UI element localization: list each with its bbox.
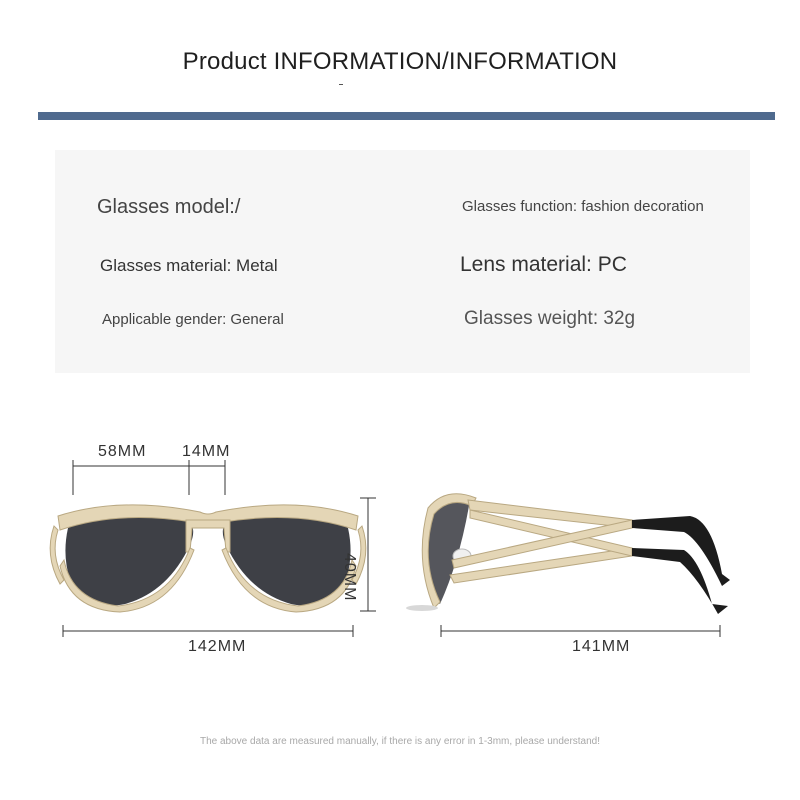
info-panel: Glasses model:/ Glasses function: fashio…	[55, 150, 750, 373]
left-side-loop	[49, 525, 65, 585]
temple-cross-1	[469, 509, 633, 557]
left-temple-back	[80, 540, 126, 580]
temple-cross-2	[451, 519, 633, 569]
side-lens	[426, 497, 470, 604]
lower-temple-tip	[632, 548, 728, 614]
dimension-lens-width: 58MM	[98, 443, 147, 460]
lens-material: Lens material: PC	[460, 253, 627, 276]
right-lens	[222, 516, 351, 606]
dimension-lens-height: 40MM	[341, 553, 358, 602]
dimension-temple-length: 141MM	[572, 638, 631, 655]
left-lens	[65, 516, 194, 606]
glasses-material: Glasses material: Metal	[100, 256, 278, 275]
temple-upper-arm	[467, 499, 633, 529]
nose-pad	[452, 548, 472, 564]
dimension-frame-width: 142MM	[188, 638, 247, 655]
right-temple-back	[290, 540, 336, 580]
front-dimension-lines	[62, 460, 721, 637]
frame-top	[57, 504, 359, 531]
side-front-rim	[421, 493, 477, 609]
temple-lower-arm	[449, 547, 633, 584]
front-view-glasses	[49, 504, 367, 613]
glasses-function: Glasses function: fashion decoration	[462, 198, 704, 215]
glasses-model: Glasses model:/	[97, 196, 241, 218]
right-lower-rim	[221, 547, 357, 613]
dimension-bridge: 14MM	[182, 443, 231, 460]
upper-temple-tip	[632, 516, 730, 586]
left-lower-rim	[59, 547, 195, 613]
applicable-gender: Applicable gender: General	[102, 311, 284, 328]
measurement-note: The above data are measured manually, if…	[199, 736, 601, 747]
title-dash	[339, 84, 343, 85]
side-view-glasses	[406, 493, 730, 614]
header-divider-bar	[38, 112, 775, 120]
page-title: Product INFORMATION/INFORMATION	[182, 48, 618, 75]
side-shadow	[406, 605, 438, 611]
frame-bridge	[185, 519, 231, 553]
glasses-weight: Glasses weight: 32g	[464, 308, 636, 329]
